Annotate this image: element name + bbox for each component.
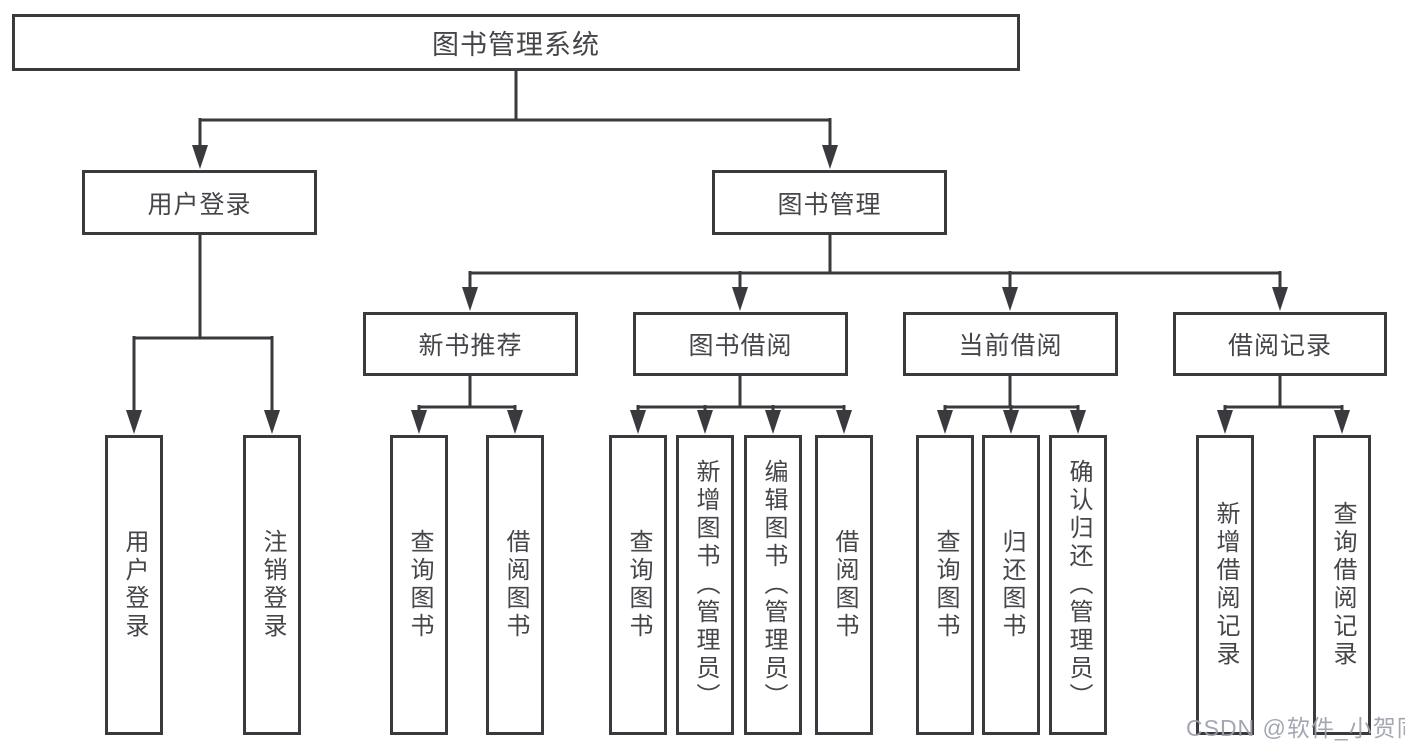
- leaf-current-return: 归还图书: [982, 435, 1040, 735]
- leaf-current-query: 查询图书: [916, 435, 974, 735]
- node-root-system: 图书管理系统: [12, 14, 1020, 71]
- leaf-borrow-add-admin: 新增图书（管理员）: [676, 435, 734, 735]
- node-current-borrowing: 当前借阅: [903, 312, 1118, 376]
- leaf-current-confirm-admin: 确认归还（管理员）: [1049, 435, 1107, 735]
- node-book-borrowing: 图书借阅: [633, 312, 848, 376]
- leaf-record-query: 查询借阅记录: [1313, 435, 1371, 735]
- node-user-login: 用户登录: [82, 170, 317, 235]
- node-book-management: 图书管理: [712, 170, 947, 235]
- leaf-borrow-edit-admin: 编辑图书（管理员）: [744, 435, 802, 735]
- leaf-newbook-query: 查询图书: [390, 435, 448, 735]
- leaf-user-login: 用户登录: [105, 435, 163, 735]
- leaf-newbook-borrow: 借阅图书: [486, 435, 544, 735]
- node-borrowing-records: 借阅记录: [1173, 312, 1387, 376]
- leaf-borrow-query: 查询图书: [609, 435, 667, 735]
- csdn-watermark: CSDN @软件_小贺同学: [1186, 715, 1405, 741]
- leaf-record-add: 新增借阅记录: [1196, 435, 1254, 735]
- node-new-book-recommend: 新书推荐: [363, 312, 578, 376]
- leaf-logout: 注销登录: [243, 435, 301, 735]
- leaf-borrow-borrow: 借阅图书: [815, 435, 873, 735]
